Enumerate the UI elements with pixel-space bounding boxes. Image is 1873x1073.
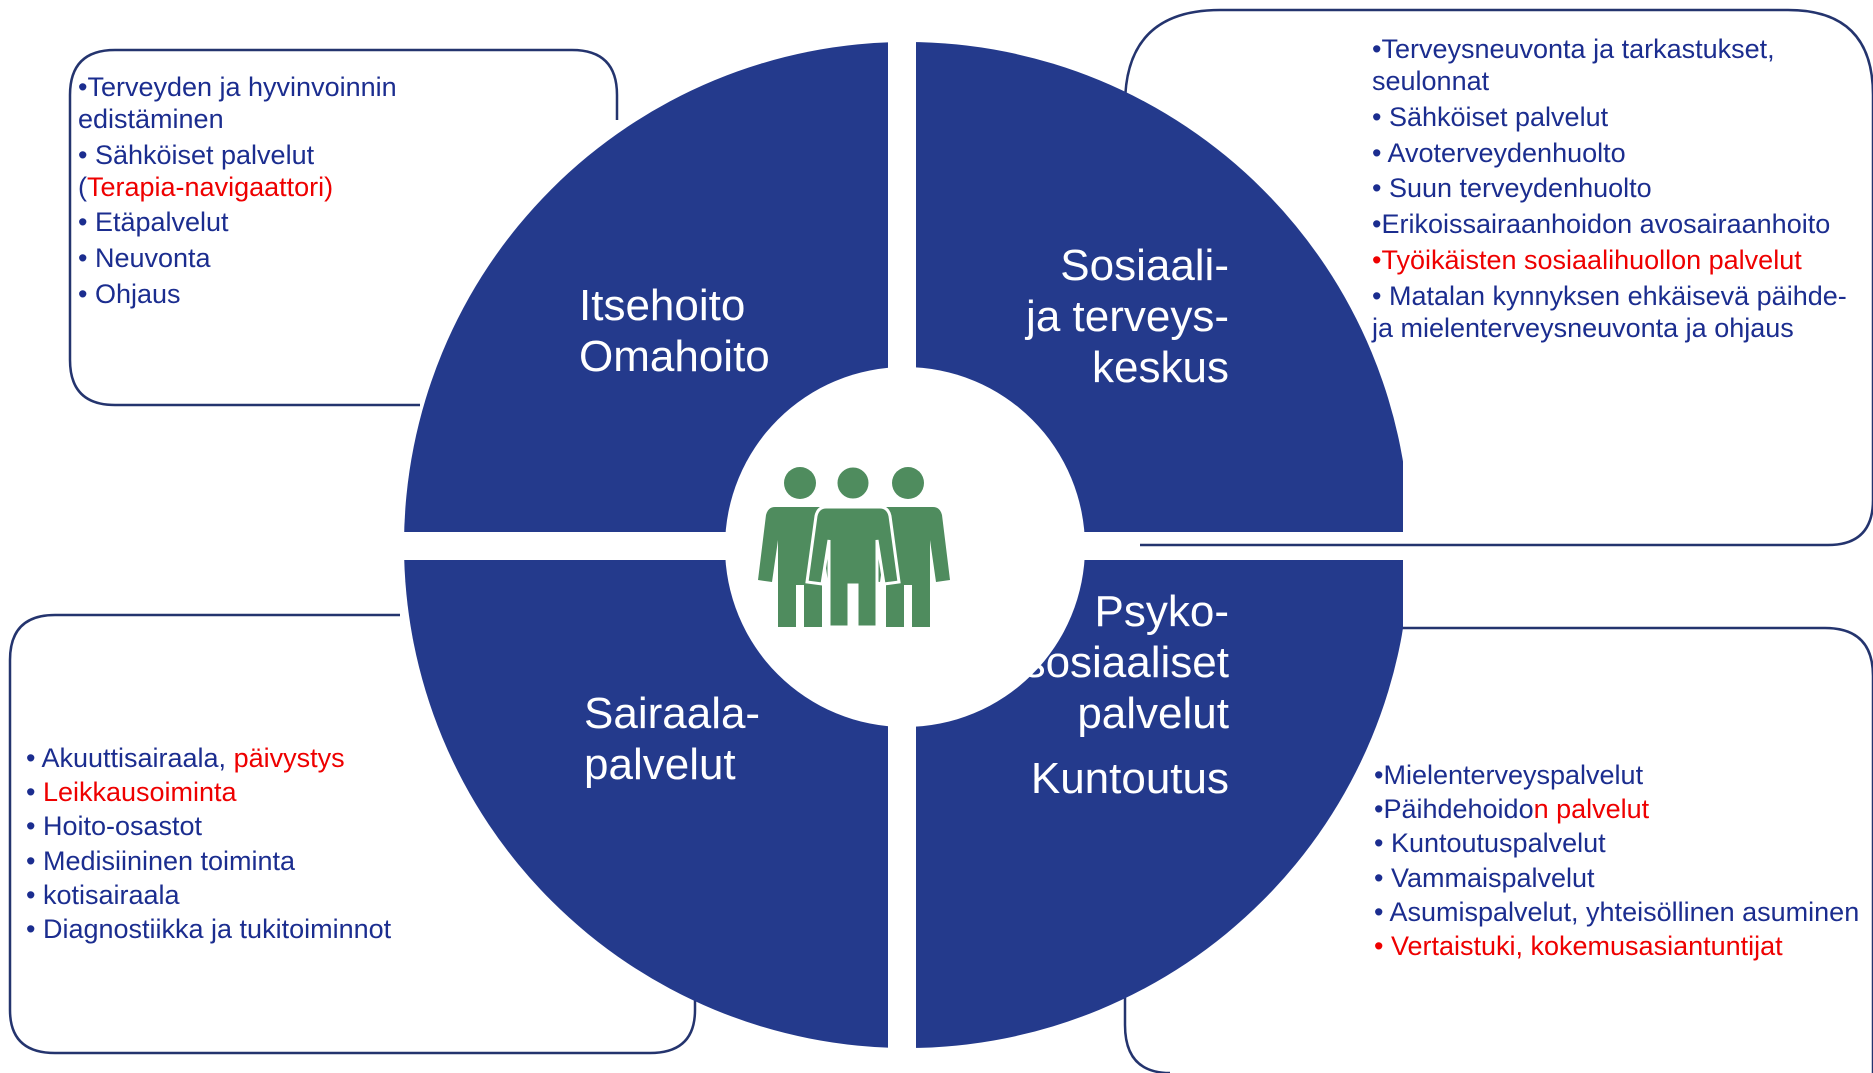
service-text: • Asumispalvelut, yhteisöllinen asuminen bbox=[1374, 896, 1860, 927]
frame-top-right bbox=[1123, 8, 1873, 547]
service-list-item: •Terveysneuvonta ja tarkastukset, seulon… bbox=[1372, 34, 1867, 98]
service-list-item: •Työikäisten sosiaalihuollon palvelut bbox=[1372, 245, 1867, 277]
service-text: • Neuvonta bbox=[78, 243, 211, 274]
service-text: •Mielenterveyspalvelut bbox=[1374, 760, 1644, 790]
services-list-bottom-right: •Mielenterveyspalvelut •Päihdehoidon palv… bbox=[1374, 760, 1869, 965]
service-list-item: •Erikoissairaanhoidon avosairaanhoito bbox=[1372, 209, 1867, 241]
service-list-item: • Diagnostiikka ja tukitoiminnot bbox=[26, 914, 486, 944]
service-list-item: •Mielenterveyspalvelut bbox=[1374, 760, 1869, 790]
service-text: •Päihdehoido bbox=[1374, 794, 1534, 825]
service-list-item: • Vertaistuki, kokemusasiantuntijat bbox=[1374, 931, 1869, 961]
service-list-item: • Ohjaus bbox=[78, 279, 418, 311]
service-list-item: • Sähköiset palvelut (Terapia-navigaatto… bbox=[78, 140, 418, 204]
service-text: •Terveyden ja hyvinvoinnin edistäminen bbox=[78, 72, 397, 134]
label-line: palvelut bbox=[1077, 689, 1229, 739]
frame-top-left bbox=[68, 48, 619, 407]
services-list-top-left: •Terveyden ja hyvinvoinnin edistäminen• … bbox=[78, 72, 418, 315]
service-text: Terapia-navigaattori) bbox=[87, 171, 334, 202]
service-list-item: • kotisairaala bbox=[26, 880, 486, 910]
label-line: Psyko- bbox=[1094, 587, 1229, 636]
service-text: • Sähköiset palvelut ( bbox=[78, 139, 315, 202]
quadrant-label-top-right: Sosiaali- ja terveys- keskus bbox=[1026, 240, 1229, 393]
services-list-bottom-left: • Akuuttisairaala, päivystys • Leikkausoi… bbox=[26, 743, 486, 948]
service-list-item: •Terveyden ja hyvinvoinnin edistäminen bbox=[78, 72, 418, 136]
quadrant-label-bottom-left: Sairaala- palvelut bbox=[584, 688, 760, 790]
service-list-item: • Hoito-osastot bbox=[26, 811, 486, 841]
label-line: palvelut bbox=[584, 740, 736, 790]
label-line: Sosiaali- bbox=[1060, 241, 1229, 290]
service-list-item: • Etäpalvelut bbox=[78, 207, 418, 239]
service-text: •Erikoissairaanhoidon avosairaanhoito bbox=[1372, 209, 1831, 240]
service-list-item: • Akuuttisairaala, päivystys bbox=[26, 743, 486, 773]
quadrant-label-bottom-right: Psyko- sosiaaliset palvelut Kuntoutus bbox=[1024, 586, 1229, 804]
service-text: • Vertaistuki, kokemusasiantuntijat bbox=[1374, 931, 1783, 962]
service-list-item: • Medisiininen toiminta bbox=[26, 846, 486, 876]
service-list-item: • Vammaispalvelut bbox=[1374, 863, 1869, 893]
service-text: • Diagnostiikka ja tukitoiminnot bbox=[26, 914, 392, 945]
people-group-icon bbox=[758, 464, 950, 629]
label-line: ja terveys- bbox=[1026, 292, 1229, 342]
service-text: n palvelut bbox=[1533, 794, 1650, 825]
service-text: päivystys bbox=[233, 743, 345, 773]
service-text: •Työikäisten sosiaalihuollon palvelut bbox=[1372, 245, 1802, 276]
service-text: • Etäpalvelut bbox=[78, 207, 229, 238]
service-text: • kotisairaala bbox=[26, 879, 180, 910]
service-list-item: • Asumispalvelut, yhteisöllinen asuminen bbox=[1374, 897, 1869, 927]
service-text: • Sähköiset palvelut bbox=[1372, 101, 1609, 132]
service-text: • Suun terveydenhuolto bbox=[1372, 173, 1652, 204]
service-list-item: • Neuvonta bbox=[78, 243, 418, 275]
service-text: • Kuntoutuspalvelut bbox=[1374, 828, 1606, 859]
label-line: sosiaaliset bbox=[1023, 638, 1229, 688]
label-line: Kuntoutus bbox=[1030, 754, 1229, 804]
service-text: • Avoterveydenhuolto bbox=[1372, 137, 1626, 168]
label-line: Itsehoito bbox=[579, 281, 746, 330]
service-list-item: • Suun terveydenhuolto bbox=[1372, 173, 1867, 205]
service-list-item: • Avoterveydenhuolto bbox=[1372, 138, 1867, 170]
service-text: Leikkausoiminta bbox=[42, 777, 237, 808]
service-text: • Akuuttisairaala, bbox=[26, 743, 234, 773]
service-list-item: • Matalan kynnyksen ehkäisevä päihde- ja… bbox=[1372, 281, 1867, 345]
frame-bottom-left bbox=[8, 613, 697, 1055]
service-text: • Matalan kynnyksen ehkäisevä päihde- ja… bbox=[1372, 281, 1847, 343]
label-line: Omahoito bbox=[579, 332, 770, 382]
service-list-item: • Kuntoutuspalvelut bbox=[1374, 828, 1869, 858]
service-text: • Medisiininen toiminta bbox=[26, 845, 296, 876]
service-text: • Vammaispalvelut bbox=[1374, 862, 1595, 893]
service-list-item: • Leikkausoiminta bbox=[26, 777, 486, 807]
service-text: • bbox=[26, 777, 43, 808]
service-text: •Terveysneuvonta ja tarkastukset, seulon… bbox=[1372, 34, 1775, 96]
service-list-item: • Sähköiset palvelut bbox=[1372, 102, 1867, 134]
label-line: keskus bbox=[1092, 343, 1229, 393]
service-text: • Ohjaus bbox=[78, 279, 181, 310]
label-line: Sairaala- bbox=[584, 689, 761, 738]
quadrant-label-top-left: Itsehoito Omahoito bbox=[579, 280, 770, 382]
service-list-item: •Päihdehoidon palvelut bbox=[1374, 794, 1869, 824]
services-list-top-right: •Terveysneuvonta ja tarkastukset, seulon… bbox=[1372, 34, 1867, 349]
service-text: • Hoito-osastot bbox=[26, 811, 203, 842]
